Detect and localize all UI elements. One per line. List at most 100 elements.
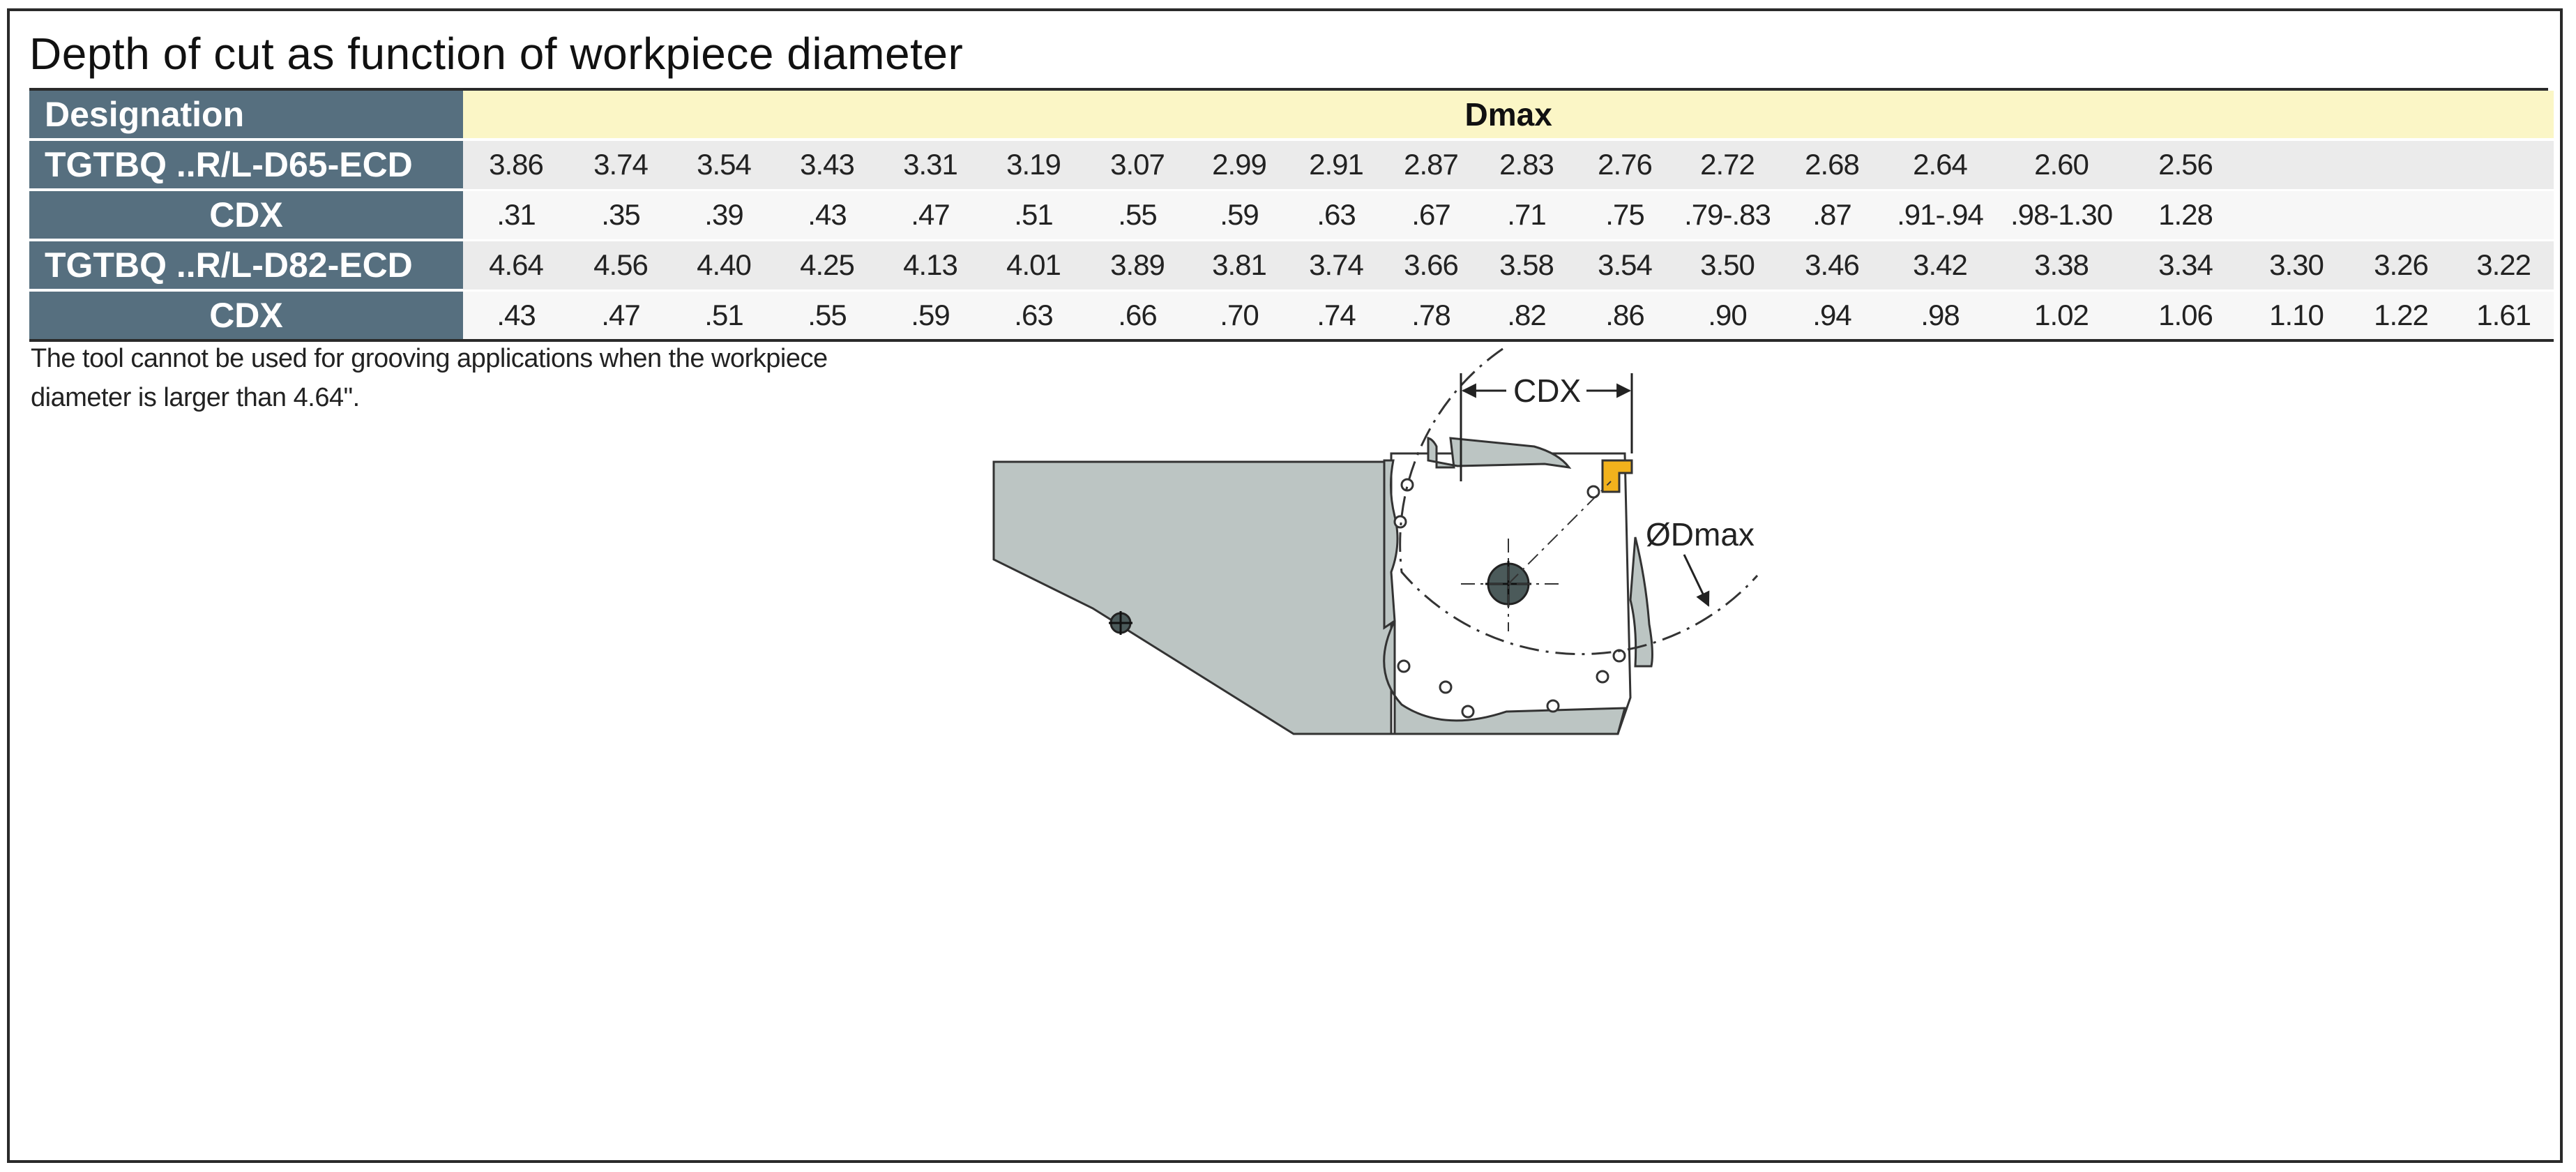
- value-cell: 2.91: [1289, 140, 1384, 191]
- value-cell: 3.86: [463, 140, 569, 191]
- title-rule: [29, 88, 2548, 91]
- value-cell: 3.58: [1478, 240, 1575, 292]
- value-cell: 1.02: [1996, 290, 2127, 342]
- clamp-top-shape: [1427, 437, 1572, 469]
- value-cell: 4.01: [982, 240, 1085, 292]
- tool-holder-drawing: CDX ØDmax: [992, 347, 1759, 735]
- spring-arm-shape: [1629, 536, 1653, 668]
- value-cell: 3.07: [1085, 140, 1190, 191]
- value-cell: 3.74: [569, 140, 672, 191]
- value-cell: 1.10: [2244, 290, 2349, 342]
- value-cell: 3.34: [2127, 240, 2244, 292]
- value-cell: .94: [1780, 290, 1884, 342]
- holder-body-shape: [992, 460, 1396, 735]
- value-cell: 4.40: [672, 240, 775, 292]
- page-title: Depth of cut as function of workpiece di…: [29, 29, 964, 79]
- value-cell: .39: [672, 190, 775, 241]
- value-cell: 3.26: [2349, 240, 2453, 292]
- value-cell: 2.87: [1384, 140, 1478, 191]
- value-cell: [2453, 140, 2554, 191]
- dmax-label: ØDmax: [1646, 516, 1755, 553]
- dmax-leader-arrow: [1683, 554, 1710, 607]
- value-cell: 3.31: [879, 140, 982, 191]
- value-cell: .55: [1085, 190, 1190, 241]
- value-cell: 3.81: [1190, 240, 1289, 292]
- value-cell: 2.76: [1575, 140, 1675, 191]
- value-cell: 3.42: [1884, 240, 1996, 292]
- value-cell: [2349, 140, 2453, 191]
- value-cell: .67: [1384, 190, 1478, 241]
- value-cell: .90: [1675, 290, 1780, 342]
- value-cell: 2.99: [1190, 140, 1289, 191]
- value-cell: .71: [1478, 190, 1575, 241]
- value-cell: .91-.94: [1884, 190, 1996, 241]
- cdx-row: CDX.43.47.51.55.59.63.66.70.74.78.82.86.…: [29, 290, 2554, 342]
- value-cell: .70: [1190, 290, 1289, 342]
- cdx-label-cell: CDX: [29, 290, 463, 342]
- value-cell: .55: [775, 290, 879, 342]
- value-cell: [2244, 140, 2349, 191]
- dmax-header: Dmax: [463, 91, 2554, 141]
- value-cell: .82: [1478, 290, 1575, 342]
- value-cell: .98-1.30: [1996, 190, 2127, 241]
- value-cell: 2.68: [1780, 140, 1884, 191]
- value-cell: .63: [1289, 190, 1384, 241]
- radius-line: [1508, 481, 1612, 585]
- value-cell: 1.28: [2127, 190, 2244, 241]
- value-cell: .43: [463, 290, 569, 342]
- value-cell: 3.50: [1675, 240, 1780, 292]
- value-cell: .51: [982, 190, 1085, 241]
- usage-note: The tool cannot be used for grooving app…: [31, 339, 828, 417]
- value-cell: 3.54: [672, 140, 775, 191]
- value-cell: 3.74: [1289, 240, 1384, 292]
- designation-cell: TGTBQ ..R/L-D65-ECD: [29, 140, 463, 191]
- value-cell: .47: [879, 190, 982, 241]
- value-cell: .87: [1780, 190, 1884, 241]
- value-cell: .75: [1575, 190, 1675, 241]
- value-cell: .59: [1190, 190, 1289, 241]
- value-cell: .78: [1384, 290, 1478, 342]
- value-cell: 3.66: [1384, 240, 1478, 292]
- cdx-label-cell: CDX: [29, 190, 463, 241]
- value-cell: .47: [569, 290, 672, 342]
- designation-header: Designation: [29, 91, 463, 141]
- value-cell: [2349, 190, 2453, 241]
- value-cell: 3.19: [982, 140, 1085, 191]
- value-cell: .59: [879, 290, 982, 342]
- value-cell: 4.64: [463, 240, 569, 292]
- value-cell: 3.38: [1996, 240, 2127, 292]
- value-cell: 1.22: [2349, 290, 2453, 342]
- value-cell: 2.56: [2127, 140, 2244, 191]
- value-cell: 4.56: [569, 240, 672, 292]
- value-cell: .66: [1085, 290, 1190, 342]
- value-cell: 3.22: [2453, 240, 2554, 292]
- value-cell: 2.83: [1478, 140, 1575, 191]
- table-header-row: Designation Dmax: [29, 91, 2554, 141]
- value-cell: 3.46: [1780, 240, 1884, 292]
- cdx-label: CDX: [1513, 373, 1581, 409]
- value-cell: 2.60: [1996, 140, 2127, 191]
- designation-cell: TGTBQ ..R/L-D82-ECD: [29, 240, 463, 292]
- workpiece-circle: [1399, 347, 1759, 656]
- value-cell: 3.89: [1085, 240, 1190, 292]
- value-cell: .43: [775, 190, 879, 241]
- value-cell: 3.30: [2244, 240, 2349, 292]
- value-cell: .51: [672, 290, 775, 342]
- value-cell: .98: [1884, 290, 1996, 342]
- value-cell: 1.61: [2453, 290, 2554, 342]
- value-cell: 4.13: [879, 240, 982, 292]
- value-cell: .86: [1575, 290, 1675, 342]
- usage-note-line: diameter is larger than 4.64".: [31, 383, 360, 412]
- value-cell: 3.43: [775, 140, 879, 191]
- value-cell: 1.06: [2127, 290, 2244, 342]
- value-cell: [2453, 190, 2554, 241]
- value-cell: .63: [982, 290, 1085, 342]
- value-cell: 4.25: [775, 240, 879, 292]
- cdx-row: CDX.31.35.39.43.47.51.55.59.63.67.71.75.…: [29, 190, 2554, 241]
- value-cell: 3.54: [1575, 240, 1675, 292]
- clamp-lower-shape: [1383, 620, 1626, 735]
- value-cell: .35: [569, 190, 672, 241]
- value-cell: 2.72: [1675, 140, 1780, 191]
